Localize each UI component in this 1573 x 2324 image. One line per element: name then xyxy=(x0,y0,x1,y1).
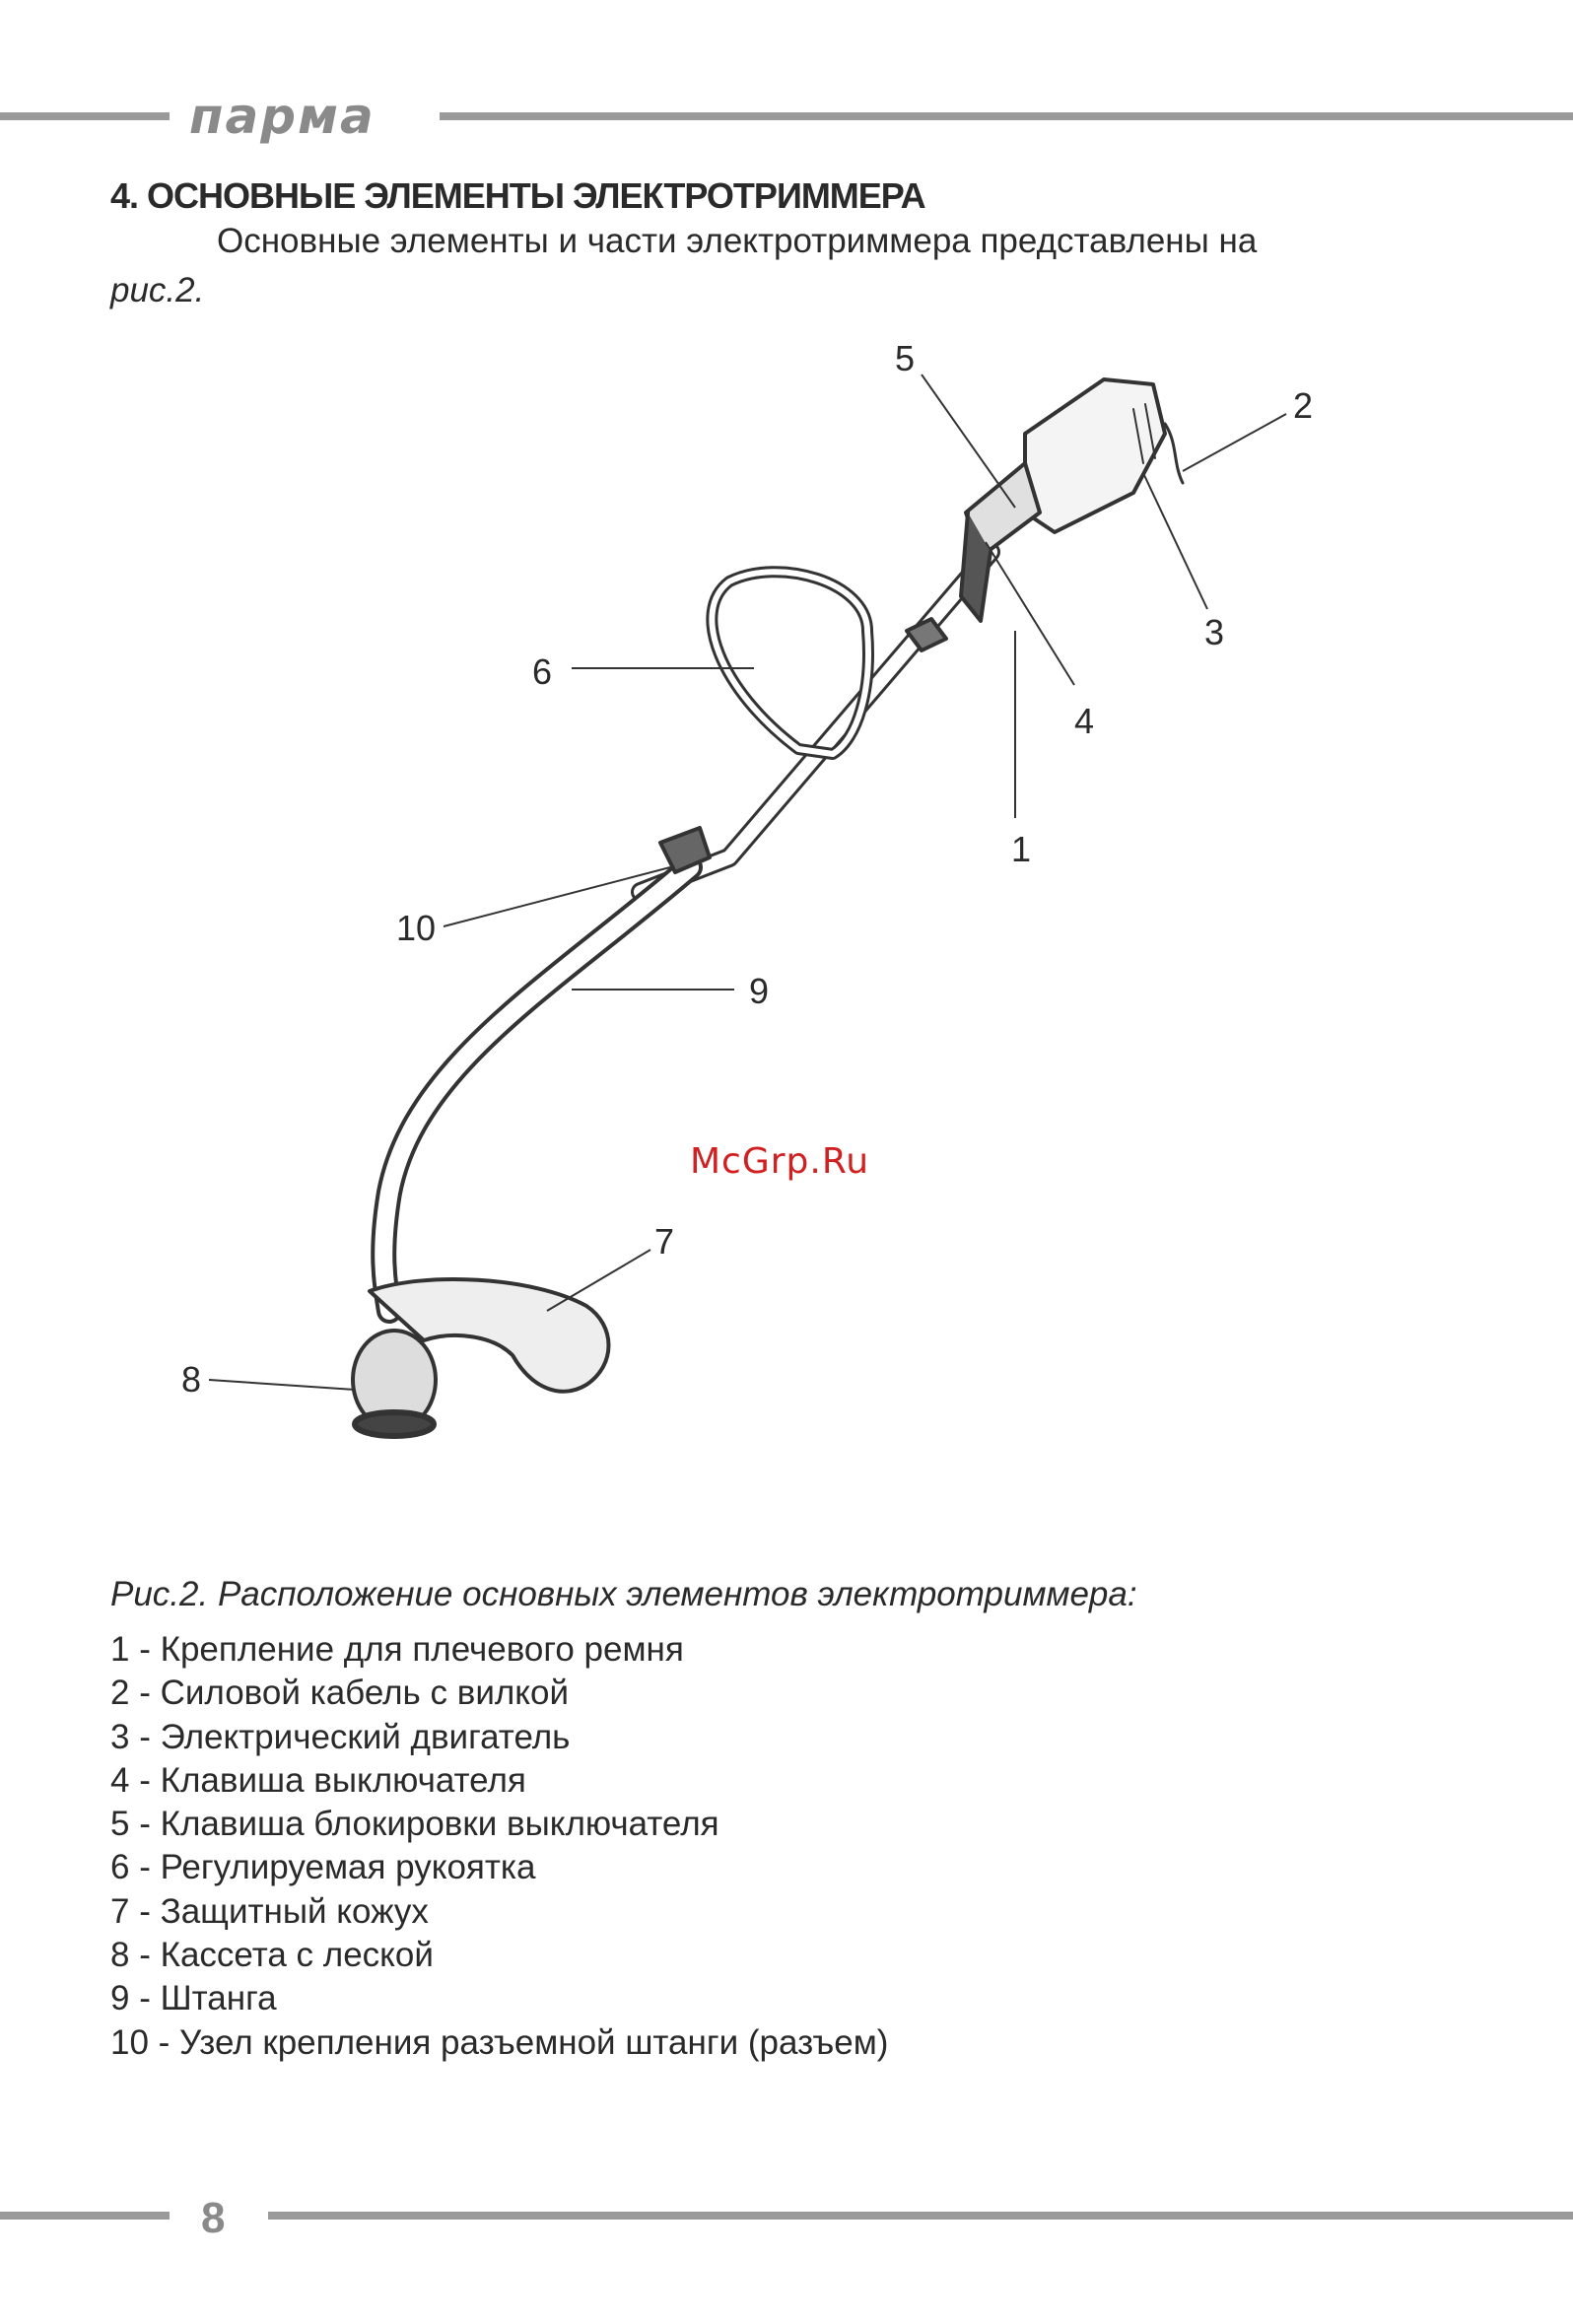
callout-5: 5 xyxy=(895,338,916,378)
footer-rule-right xyxy=(268,2212,1573,2220)
parts-legend: 1 - Крепление для плечевого ремня 2 - Си… xyxy=(110,1628,888,2065)
legend-item: 1 - Крепление для плечевого ремня xyxy=(110,1630,684,1669)
legend-item: 5 - Клавиша блокировки выключателя xyxy=(110,1805,719,1844)
callout-7: 7 xyxy=(654,1221,675,1262)
section-heading: 4. ОСНОВНЫЕ ЭЛЕМЕНТЫ ЭЛЕКТРОТРИММЕРА xyxy=(110,175,926,216)
legend-item: 4 - Клавиша выключателя xyxy=(110,1760,526,1800)
legend-item: 6 - Регулируемая рукоятка xyxy=(110,1848,536,1887)
callout-3: 3 xyxy=(1204,612,1225,652)
legend-item: 2 - Силовой кабель с вилкой xyxy=(110,1674,570,1713)
trimmer-illustration xyxy=(208,374,1287,1439)
callout-4: 4 xyxy=(1074,701,1095,741)
legend-item: 8 - Кассета с леской xyxy=(110,1936,434,1975)
legend-item: 9 - Штанга xyxy=(110,1979,277,2018)
callout-9: 9 xyxy=(749,971,770,1011)
brand-logo: ПАРМА xyxy=(189,88,376,145)
page-number: 8 xyxy=(201,2194,226,2242)
legend-item: 7 - Защитный кожух xyxy=(110,1891,429,1931)
footer-rule-left xyxy=(0,2212,170,2220)
legend-item: 10 - Узел крепления разъемной штанги (ра… xyxy=(110,2022,889,2062)
legend-item: 3 - Электрический двигатель xyxy=(110,1717,571,1756)
header-rule-left xyxy=(0,112,170,120)
header-rule-right xyxy=(440,112,1573,120)
figure-caption: Рис.2. Расположение основных элементов э… xyxy=(110,1575,1137,1613)
callout-1: 1 xyxy=(1011,829,1032,869)
callout-10: 10 xyxy=(396,908,437,948)
intro-text: Основные элементы и части электротриммер… xyxy=(217,222,1258,260)
watermark: McGrp.Ru xyxy=(690,1141,870,1182)
intro-paragraph: Основные элементы и части электротриммер… xyxy=(110,217,1411,315)
callout-8: 8 xyxy=(181,1359,202,1400)
figure-reference: рис.2. xyxy=(110,271,205,309)
callout-6: 6 xyxy=(532,651,553,692)
callout-2: 2 xyxy=(1293,385,1314,426)
